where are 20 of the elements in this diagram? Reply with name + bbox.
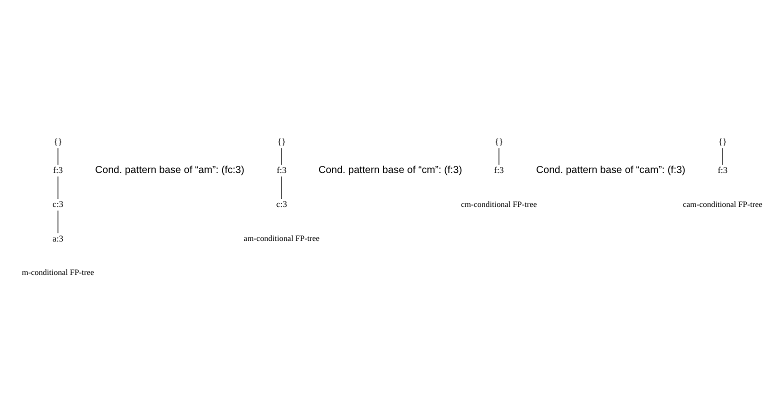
label: Cond. pattern base of “cam”: (f:3)	[536, 164, 685, 176]
node-text: {}	[718, 136, 726, 146]
node-text: {}	[53, 136, 62, 146]
node-text: f:3	[52, 164, 62, 175]
node-text: f:3	[494, 164, 504, 175]
connector	[280, 176, 282, 199]
label: Cond. pattern base of “am”: (fc:3)	[94, 164, 244, 176]
node-text: a:3	[52, 232, 63, 243]
label: Cond. pattern base of “cm”: (f:3)	[318, 164, 462, 176]
connector	[57, 147, 58, 165]
connector	[57, 176, 58, 199]
node-text: c:3	[276, 198, 287, 209]
connector	[57, 210, 58, 233]
node-text: f:3	[276, 164, 286, 175]
node-text: c:3	[52, 198, 63, 209]
connector	[280, 147, 282, 165]
node-text: {}	[276, 136, 286, 146]
node-text: {}	[494, 136, 503, 146]
connector	[498, 147, 499, 165]
node-text: f:3	[717, 164, 728, 175]
